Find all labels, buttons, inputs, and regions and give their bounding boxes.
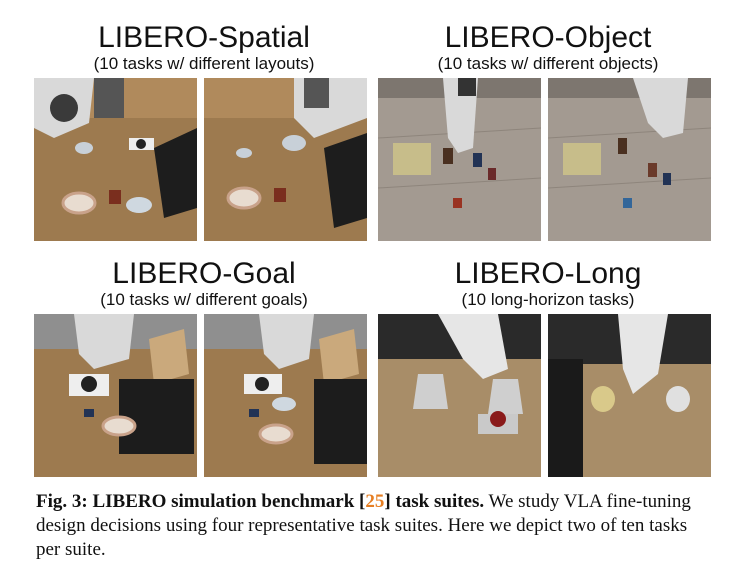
suite-libero-object: LIBERO-Object (10 tasks w/ different obj… xyxy=(378,22,718,242)
scene-image-4 xyxy=(548,78,711,241)
scene-image-5 xyxy=(34,314,197,477)
scene-image-2 xyxy=(204,78,367,241)
suite-subtitle: (10 long-horizon tasks) xyxy=(461,290,635,309)
suite-subtitle: (10 tasks w/ different goals) xyxy=(100,290,308,309)
caption-bold-pre: LIBERO simulation benchmark [ xyxy=(87,491,366,512)
citation-link[interactable]: 25 xyxy=(365,491,385,512)
figure-label: Fig. 3: xyxy=(36,491,88,512)
scene-image-8 xyxy=(548,314,711,477)
suite-subtitle: (10 tasks w/ different objects) xyxy=(437,54,659,73)
scene-image-6 xyxy=(204,314,367,477)
suite-title: LIBERO-Object xyxy=(444,21,652,54)
scene-image-7 xyxy=(378,314,541,477)
suite-libero-goal: LIBERO-Goal (10 tasks w/ different goals… xyxy=(34,258,374,478)
suite-title: LIBERO-Spatial xyxy=(98,21,310,54)
scene-image-3 xyxy=(378,78,541,241)
suite-subtitle: (10 tasks w/ different layouts) xyxy=(93,54,315,73)
scene-image-1 xyxy=(34,78,197,241)
suite-title: LIBERO-Goal xyxy=(112,257,296,290)
suite-title: LIBERO-Long xyxy=(454,257,642,290)
suite-libero-long: LIBERO-Long (10 long-horizon tasks) xyxy=(378,258,718,478)
caption-bold-post: ] task suites. xyxy=(384,491,485,512)
caption-text: We study VLA fine-tuning design decision… xyxy=(36,491,691,560)
figure-caption: Fig. 3: LIBERO simulation benchmark [25]… xyxy=(36,490,716,562)
suite-libero-spatial: LIBERO-Spatial (10 tasks w/ different la… xyxy=(34,22,374,242)
